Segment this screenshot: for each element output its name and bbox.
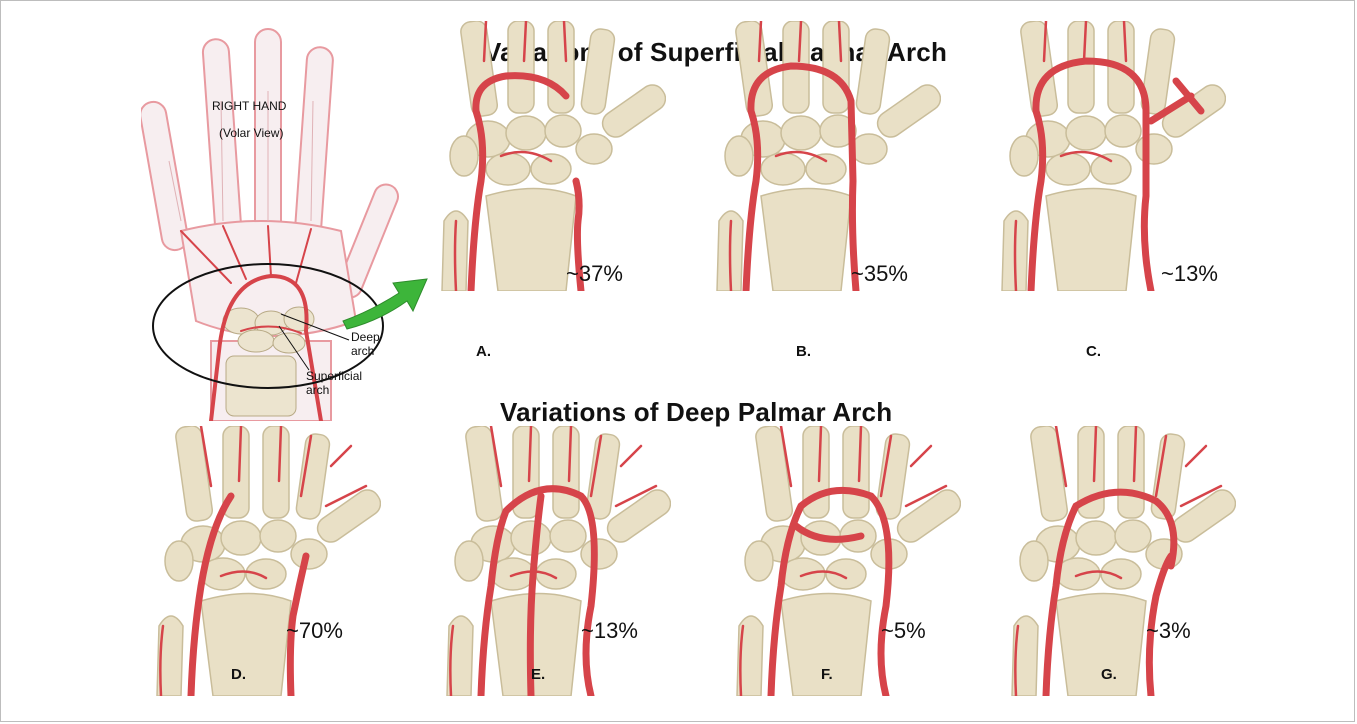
- variation-letter: F.: [821, 666, 833, 683]
- variation-panel-a: ~37%A.: [426, 21, 666, 291]
- variation-letter: C.: [1086, 343, 1101, 360]
- variation-percent: ~13%: [1161, 261, 1218, 287]
- variation-letter: B.: [796, 343, 811, 360]
- wrist-illustration-d: [141, 426, 381, 696]
- variation-percent: ~70%: [286, 618, 343, 644]
- variation-panel-f: ~5% F.: [721, 426, 961, 696]
- variation-percent: ~35%: [851, 261, 908, 287]
- variation-percent: ~5%: [881, 618, 926, 644]
- deep-arch-title: Variations of Deep Palmar Arch: [500, 397, 892, 428]
- variation-percent: ~13%: [581, 618, 638, 644]
- variation-panel-c: ~13%C.: [986, 21, 1226, 291]
- wrist-illustration-g: [996, 426, 1236, 696]
- variation-percent: ~37%: [566, 261, 623, 287]
- wrist-illustration-f: [721, 426, 961, 696]
- variation-letter: A.: [476, 343, 491, 360]
- wrist-illustration-b: [701, 21, 941, 291]
- variation-letter: D.: [231, 666, 246, 683]
- variation-percent: ~3%: [1146, 618, 1191, 644]
- zoom-arrow-icon: [341, 271, 431, 331]
- hand-label: RIGHT HAND: [212, 99, 286, 113]
- view-label: (Volar View): [219, 126, 283, 140]
- wrist-illustration-e: [431, 426, 671, 696]
- wrist-illustration-c: [986, 21, 1226, 291]
- wrist-illustration-a: [426, 21, 666, 291]
- variation-panel-e: ~13% E.: [431, 426, 671, 696]
- variation-letter: G.: [1101, 666, 1117, 683]
- variation-panel-d: ~70% D.: [141, 426, 381, 696]
- variation-letter: E.: [531, 666, 545, 683]
- variation-panel-b: ~35%B.: [701, 21, 941, 291]
- variation-panel-g: ~3% G.: [996, 426, 1236, 696]
